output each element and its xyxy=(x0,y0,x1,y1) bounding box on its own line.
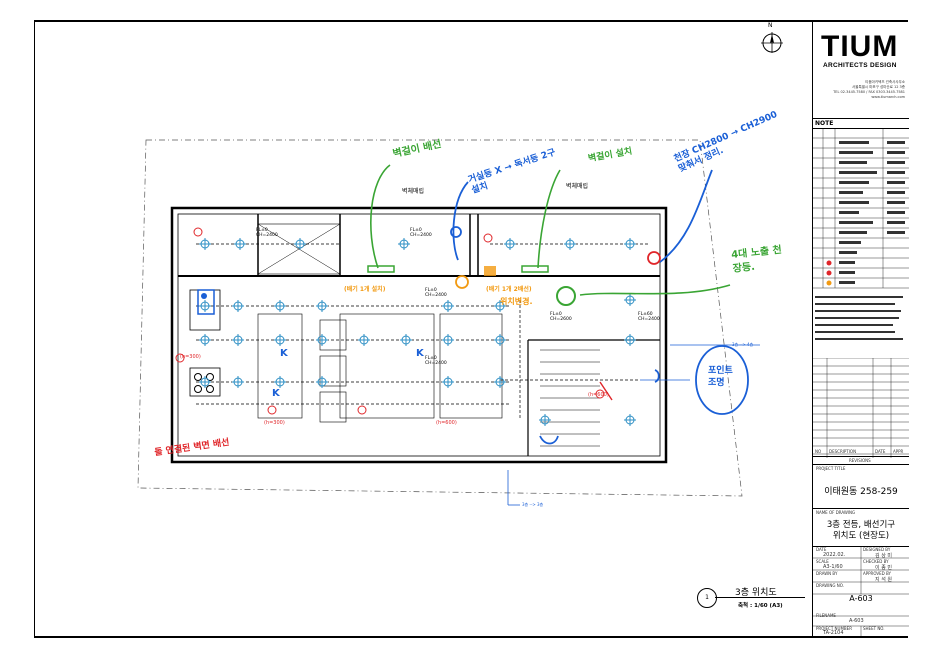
legend-label-1: 3층 --> 3층 xyxy=(522,502,544,507)
scale-label: SCALE xyxy=(816,559,829,564)
height-label-4: (h=600) xyxy=(588,392,609,398)
project-title-label: PROJECT TITLE xyxy=(816,466,846,471)
title-underline xyxy=(715,597,805,598)
annotation-orange-2: (배기 1개 2배선) xyxy=(486,286,532,293)
plan-title: 3층 위치도 xyxy=(735,588,777,598)
drawing-name-label: NAME OF DRAWING xyxy=(816,510,856,515)
project-number-label: PROJECT NUMBER xyxy=(816,626,852,631)
frame-top-line xyxy=(34,20,908,22)
scale-value: A3-1/60 xyxy=(823,564,843,570)
annotation-orange-3: 위치변경. xyxy=(500,297,533,306)
revision-appr-header: APPR xyxy=(893,449,904,454)
annotation-green-3: 4대 노출 천장등. xyxy=(730,244,783,275)
height-label-2: (h=300) xyxy=(264,420,285,426)
firm-subtitle: ARCHITECTS DESIGN xyxy=(823,62,897,69)
site-boundary xyxy=(137,139,743,497)
date-value: 2022.02. xyxy=(823,552,846,558)
revisions-title: REVISIONS xyxy=(849,458,871,463)
checked-value: 이 종 민 xyxy=(875,565,892,571)
annotation-blue-3: 포인트 조명 xyxy=(708,366,733,388)
filename-value: A-603 xyxy=(849,618,864,624)
outer-wall xyxy=(170,206,668,464)
svg-text:K: K xyxy=(272,388,281,399)
svg-text:K: K xyxy=(280,348,289,359)
title-block: TIUM ARCHITECTS DESIGN 티움아키텍츠 건축사사무소 서울특… xyxy=(812,22,909,636)
wall-label-1: 벽체매립 xyxy=(402,188,425,195)
north-arrow-icon xyxy=(761,32,783,53)
project-number: TA-2104 xyxy=(823,630,844,636)
filename-label: FILENAME xyxy=(816,613,836,618)
annotation-orange-1: (배기 1개 설치) xyxy=(344,286,386,293)
note-label: NOTE xyxy=(815,120,834,127)
designed-label: DESIGNED BY xyxy=(863,547,891,552)
approved-label: APPROVED BY xyxy=(863,571,892,576)
frame-left-line xyxy=(34,20,35,638)
wall-label-2: 벽체매립 xyxy=(566,183,589,190)
drawing-number: A-603 xyxy=(849,594,873,603)
drawing-title: 3층 전등, 배선기구 위치도 (현장도) xyxy=(826,520,896,541)
sheet-no-label: SHEET NO. xyxy=(863,626,885,631)
revision-date-header: DATE xyxy=(875,449,886,454)
date-label: DATE xyxy=(816,547,827,552)
svg-text:K: K xyxy=(416,348,425,359)
info-grid xyxy=(813,546,909,636)
approved-value: 지 석 원 xyxy=(875,577,892,583)
checked-label: CHECKED BY xyxy=(863,559,889,564)
revision-desc-header: DESCRIPTION xyxy=(829,449,857,454)
frame-bottom-line xyxy=(34,636,908,638)
legend-label-2: 3층 --> 4층 xyxy=(732,342,754,347)
symbol-legend xyxy=(813,128,909,340)
firm-contact: 티움아키텍츠 건축사사무소 서울특별시 마포구 성미산로 12 3층 TEL 0… xyxy=(833,80,905,99)
floor-plan: K K K xyxy=(137,139,760,506)
drawn-label: DRAWN BY xyxy=(816,571,838,576)
view-number: 1 xyxy=(697,588,717,608)
designed-value: 김 상 미 xyxy=(875,553,892,559)
firm-logo: TIUM xyxy=(821,30,899,63)
project-title: 이태원동 258-259 xyxy=(824,487,898,497)
revision-table xyxy=(813,358,909,458)
height-label-1: (h=300) xyxy=(180,354,201,360)
plan-scale: 축척 : 1/60 (A3) xyxy=(738,603,783,609)
north-label: N xyxy=(768,22,773,29)
light-fixtures xyxy=(199,238,636,426)
height-label-3: (h=600) xyxy=(436,420,457,426)
drawing-no-label: DRAWING NO. xyxy=(816,583,844,588)
revision-no-header: NO xyxy=(815,449,822,454)
